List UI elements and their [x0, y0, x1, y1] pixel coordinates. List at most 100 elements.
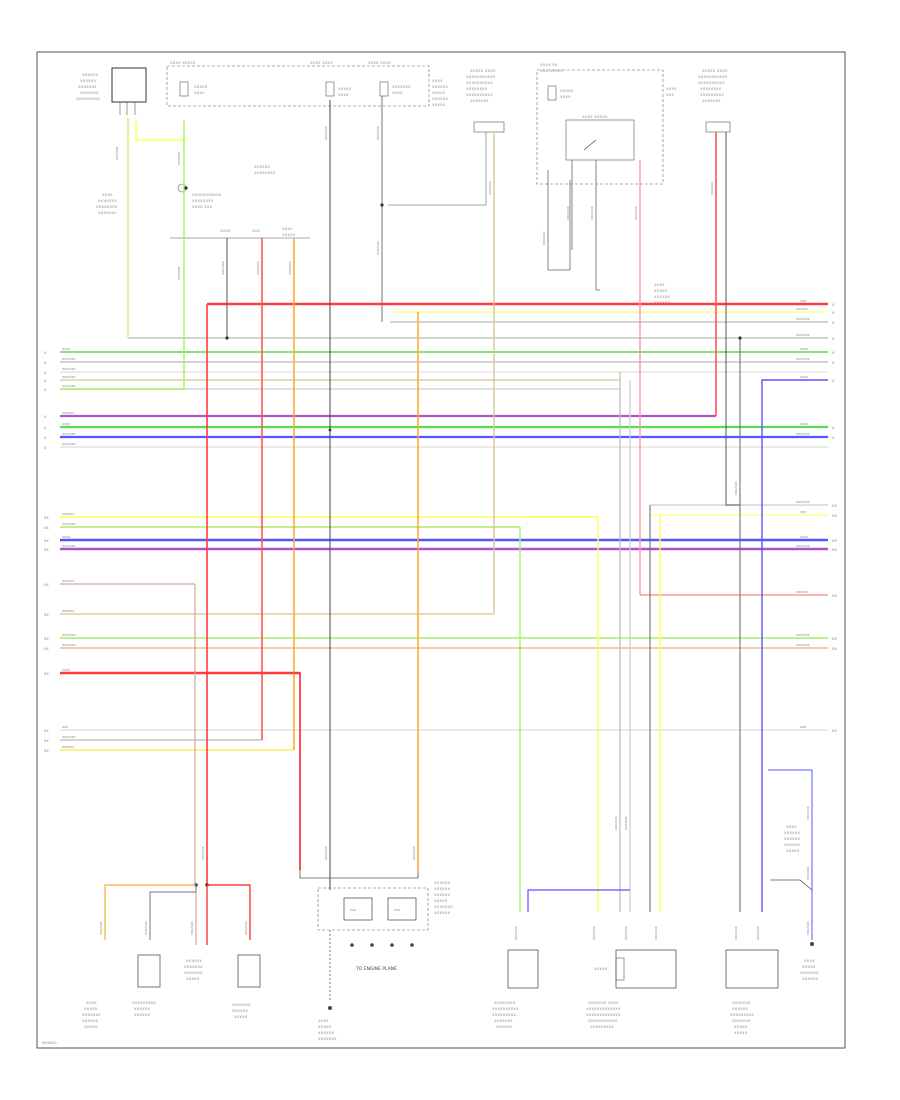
svg-text:xxxxxxxx: xxxxxxxx	[96, 205, 118, 210]
svg-text:x: x	[832, 350, 835, 355]
svg-text:xx: xx	[44, 728, 49, 733]
svg-text:xxxx: xxxx	[62, 347, 70, 351]
svg-text:xxxxx: xxxxx	[234, 1015, 248, 1020]
svg-text:xxx/xxx: xxx/xxx	[796, 633, 810, 637]
svg-text:xxxxxxx: xxxxxxx	[800, 971, 819, 976]
svg-text:xxx/xxx: xxx/xxx	[710, 181, 714, 195]
svg-text:xxxxxxxxxxx: xxxxxxxxxxx	[588, 1019, 618, 1024]
svg-text:xx: xx	[832, 513, 837, 518]
svg-text:xxxxx: xxxxx	[654, 289, 668, 294]
svg-text:xxx/xxx: xxx/xxx	[514, 926, 518, 940]
svg-text:xxxx: xxxx	[102, 193, 113, 198]
svg-text:xxxxxxxx: xxxxxxxx	[254, 171, 276, 176]
svg-text:xxxxx: xxxxx	[282, 233, 296, 238]
svg-text:xxxxxxx: xxxxxxx	[494, 1019, 513, 1024]
svg-text:x: x	[44, 378, 47, 383]
svg-text:xxxxxx: xxxxxx	[62, 745, 74, 749]
svg-text:xxxxxx: xxxxxx	[232, 1009, 248, 1014]
svg-text:xxx/xxx: xxx/xxx	[806, 806, 810, 820]
svg-text:xxxxxx: xxxxxx	[134, 1007, 150, 1012]
svg-text:xxx/xxx: xxx/xxx	[614, 816, 618, 830]
svg-text:xxxxx: xxxxx	[432, 103, 446, 108]
svg-text:xxxxxx: xxxxxx	[82, 1019, 98, 1024]
svg-text:xxxxx: xxxxx	[318, 1025, 332, 1030]
svg-text:xxx/xxx: xxx/xxx	[634, 206, 638, 220]
svg-text:xxxxxxx xxxx: xxxxxxx xxxx	[588, 1001, 619, 1006]
svg-text:xxx/xxx: xxx/xxx	[177, 151, 181, 165]
svg-text:xx: xx	[44, 547, 49, 552]
fuse-relay-box-right: xxxx xx xxx xxxxx xxxxx xxxx xxxx xxxxx …	[536, 63, 677, 185]
svg-text:xxx/xxx: xxx/xxx	[62, 432, 76, 436]
svg-text:xxxx: xxxx	[62, 668, 70, 672]
svg-text:xxx: xxx	[350, 908, 356, 912]
svg-text:xxx/xxx: xxx/xxx	[62, 522, 76, 526]
svg-text:xxxxxx: xxxxxx	[62, 411, 74, 415]
svg-text:xxxx xxxx: xxxx xxxx	[368, 61, 391, 66]
svg-text:xxx/xxx: xxx/xxx	[62, 735, 76, 739]
svg-text:xx: xx	[832, 547, 837, 552]
svg-text:xxxx: xxxx	[800, 422, 808, 426]
svg-text:xxx/xxx: xxx/xxx	[806, 921, 810, 935]
svg-text:xxx/xxx: xxx/xxx	[190, 921, 194, 935]
svg-text:xxxxxxxx: xxxxxxxx	[466, 87, 488, 92]
svg-text:xxxx: xxxx	[654, 283, 665, 288]
svg-text:xxxxxx: xxxxxx	[784, 843, 800, 848]
svg-text:xxx/xx: xxx/xx	[796, 307, 808, 311]
svg-text:xxx/xxx: xxx/xxx	[62, 442, 76, 446]
svg-text:xxxxx: xxxxx	[560, 89, 574, 94]
svg-text:xxxxxxx: xxxxxxx	[732, 1019, 751, 1024]
svg-text:xxxxxxx: xxxxxxx	[80, 91, 99, 96]
svg-text:xxx/xxx: xxx/xxx	[488, 181, 492, 195]
svg-text:xxxx xxxx: xxxx xxxx	[310, 61, 333, 66]
svg-text:xxxxxx: xxxxxx	[62, 579, 74, 583]
svg-text:xxx: xxx	[800, 725, 806, 729]
svg-text:xxxx: xxxx	[62, 535, 70, 539]
svg-text:xxxxx: xxxxx	[434, 899, 448, 904]
svg-text:xxx/xxx: xxx/xxx	[542, 231, 546, 245]
svg-text:xxxx: xxxx	[800, 347, 808, 351]
svg-text:xx: xx	[832, 636, 837, 641]
svg-text:xxxxxx: xxxxxx	[62, 609, 74, 613]
svg-text:xxxxxxx: xxxxxxx	[232, 1003, 251, 1008]
svg-text:xxxxxxxxx: xxxxxxxxx	[730, 1013, 754, 1018]
svg-text:x: x	[832, 425, 835, 430]
svg-text:xxxx: xxxx	[804, 959, 815, 964]
svg-text:xxx/xxx: xxx/xxx	[62, 367, 76, 371]
left-sensor-block: xxxxxxxxxxx xxxxxxxx xxxx xxx xxxxxx xxx…	[96, 165, 310, 239]
junction-block-center: xxxxx xxxx xxxxxxxxxxx xxxxxxxxxx xxxxxx…	[466, 69, 505, 133]
svg-text:xxxxxx: xxxxxx	[432, 85, 448, 90]
svg-text:xxxxxxx: xxxxxxx	[318, 1037, 337, 1042]
svg-text:x: x	[44, 414, 47, 419]
svg-text:xxxxxx: xxxxxx	[434, 911, 450, 916]
svg-text:xxxxxxxxx: xxxxxxxxx	[700, 93, 724, 98]
svg-text:x: x	[44, 360, 47, 365]
svg-text:xxxx xxxxx: xxxx xxxxx	[170, 61, 196, 66]
svg-text:xxxxx xxxx: xxxxx xxxx	[470, 69, 496, 74]
svg-text:xxx/xxx: xxx/xxx	[62, 643, 76, 647]
svg-text:xxxxxxxxxxxxx: xxxxxxxxxxxxx	[586, 1007, 621, 1012]
svg-text:xxxxxxxxxxx: xxxxxxxxxxx	[466, 75, 496, 80]
svg-text:xx: xx	[832, 593, 837, 598]
svg-text:xxxx: xxxx	[800, 375, 808, 379]
svg-text:xxxx xx: xxxx xx	[540, 63, 558, 68]
svg-text:xxx: xxx	[800, 510, 806, 514]
svg-text:xxxxxx: xxxxxx	[496, 1025, 512, 1030]
svg-text:x: x	[44, 445, 47, 450]
svg-text:xxx/xxx: xxx/xxx	[796, 432, 810, 436]
svg-text:xxxxxx: xxxxxx	[80, 79, 96, 84]
svg-text:xxxxxx: xxxxxx	[318, 1031, 334, 1036]
svg-text:xxxxxx: xxxxxx	[134, 1013, 150, 1018]
svg-text:xx: xx	[44, 671, 49, 676]
diagram-frame	[36, 51, 846, 1049]
svg-text:xxxxxxx: xxxxxxx	[78, 85, 97, 90]
svg-text:xxx/xxx: xxx/xxx	[624, 816, 628, 830]
svg-text:xxx xxxxx: xxx xxxxx	[540, 69, 563, 74]
svg-text:xxx/xxx: xxx/xxx	[62, 544, 76, 548]
svg-text:xxx/xxx: xxx/xxx	[221, 261, 225, 275]
engine-ecm-block: xxx xxx TO ENGINE PLANE xxxxxx xxxxxx xx…	[299, 870, 453, 1042]
svg-text:xxxx: xxxx	[62, 422, 70, 426]
svg-text:xxxxxx: xxxxxx	[82, 73, 98, 78]
svg-text:x: x	[832, 310, 835, 315]
svg-text:xxxxxxxxx: xxxxxxxxx	[590, 1025, 614, 1030]
